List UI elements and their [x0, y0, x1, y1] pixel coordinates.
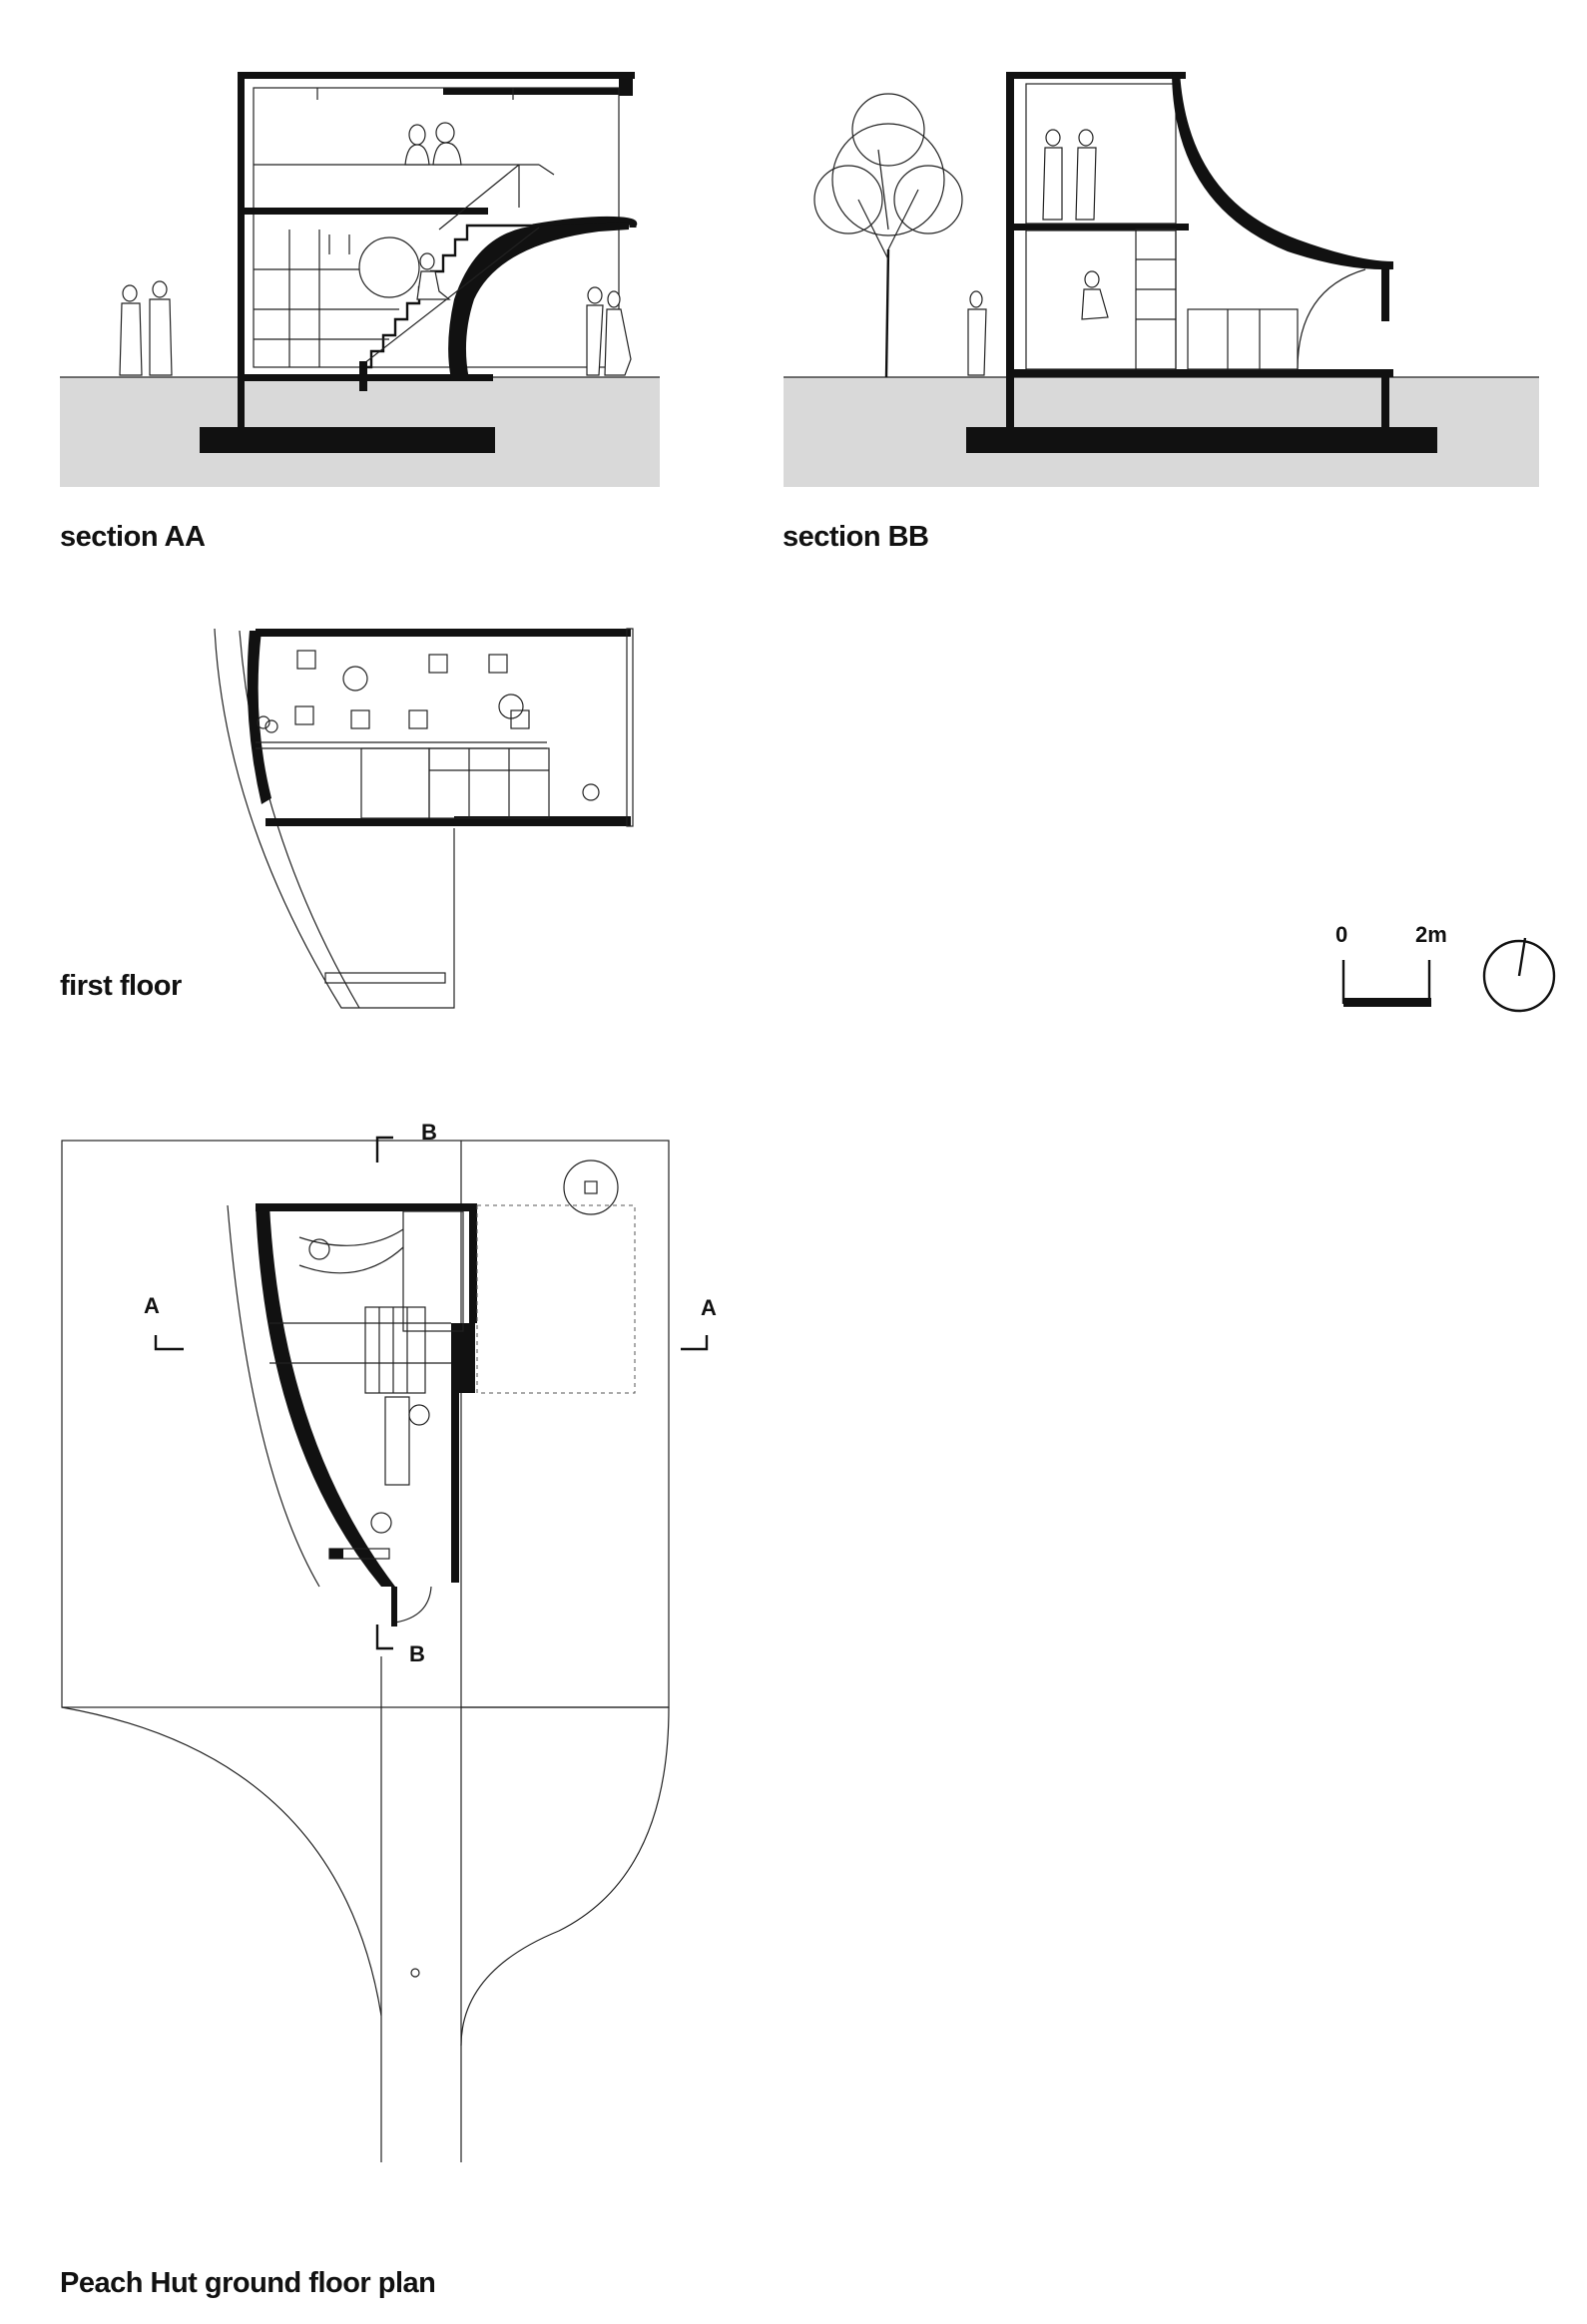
section-aa-drawing	[60, 72, 660, 487]
section-marker-a-left: A	[144, 1293, 160, 1318]
section-bb-drawing	[784, 72, 1539, 487]
section-bb-curved-shell	[1172, 72, 1393, 270]
north-arrow-icon	[1482, 937, 1556, 1013]
section-marker-b-bottom: B	[409, 1641, 425, 1666]
scale-bar-start-label: 0	[1335, 922, 1347, 947]
section-cut-marker-icon	[681, 1335, 709, 1351]
section-aa-caption: section AA	[60, 521, 206, 553]
first-floor-caption: first floor	[60, 970, 182, 1002]
ground-floor-caption: Peach Hut ground floor plan	[60, 2267, 436, 2299]
section-marker-b-top: B	[421, 1120, 437, 1145]
tree-silhouette	[813, 93, 963, 378]
people-figures-outside-aa	[119, 280, 632, 376]
section-cut-marker-icon	[375, 1625, 393, 1650]
first-floor-plan	[214, 628, 634, 1009]
section-aa-foundation	[200, 427, 495, 453]
ground-floor-curved-wall	[256, 1205, 395, 1587]
section-cut-marker-icon	[375, 1136, 393, 1162]
section-bb-caption: section BB	[783, 521, 929, 553]
section-bb-foundation	[966, 427, 1437, 453]
ground-floor-plan	[61, 1136, 709, 2162]
scale-bar-end-label: 2m	[1415, 922, 1447, 947]
people-figures-upper	[404, 122, 462, 166]
section-marker-a-right: A	[701, 1295, 717, 1320]
section-cut-marker-icon	[154, 1335, 184, 1351]
scale-bar-icon	[1341, 960, 1431, 1007]
